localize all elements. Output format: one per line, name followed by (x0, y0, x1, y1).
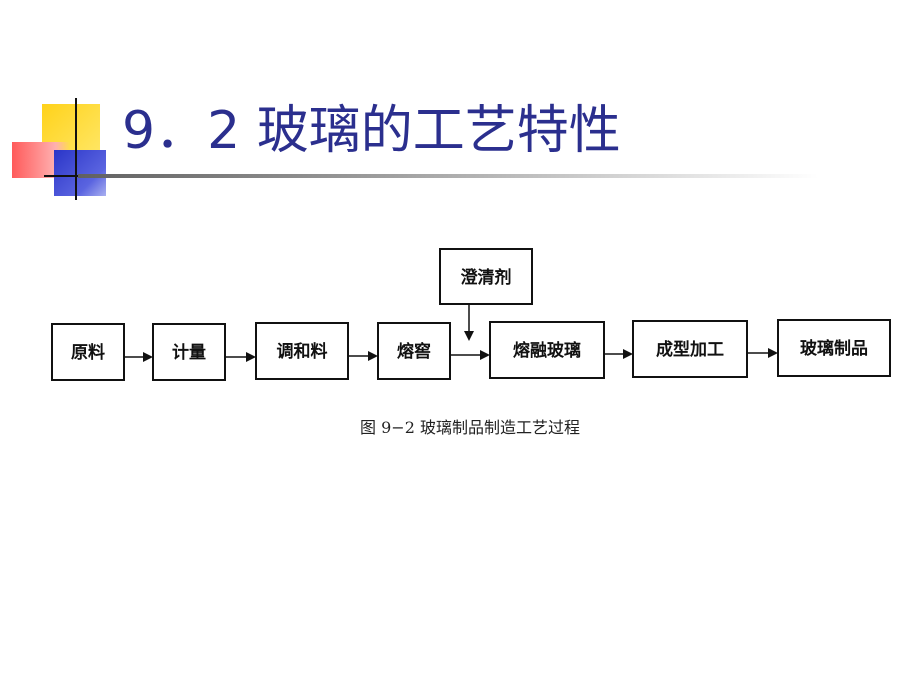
node-form: 成型加工 (632, 320, 748, 378)
node-mix: 调和料 (255, 322, 349, 380)
node-fining: 澄清剂 (439, 248, 533, 305)
node-kiln-label: 熔窖 (397, 341, 431, 362)
slide-title: 9．2 玻璃的工艺特性 (122, 101, 621, 161)
title-underline (78, 174, 818, 178)
node-melt-label: 熔融玻璃 (513, 340, 581, 361)
node-fining-label: 澄清剂 (461, 267, 512, 288)
node-mix-label: 调和料 (277, 341, 328, 362)
node-measure: 计量 (152, 323, 226, 381)
node-product: 玻璃制品 (777, 319, 891, 377)
node-measure-label: 计量 (172, 342, 206, 363)
decor-vertical-line (75, 98, 77, 200)
arrow-kiln-to-melt (450, 350, 490, 360)
node-melt: 熔融玻璃 (489, 321, 605, 379)
node-product-label: 玻璃制品 (800, 338, 868, 359)
node-raw: 原料 (51, 323, 125, 381)
arrow-fining-down (464, 304, 474, 341)
arrow-mix-to-kiln (348, 351, 378, 361)
figure-caption: 图 9−2 玻璃制品制造工艺过程 (360, 418, 580, 437)
decor-blue-square (54, 150, 106, 196)
arrow-measure-to-mix (225, 352, 256, 362)
arrow-raw-to-measure (124, 352, 153, 362)
arrow-form-to-product (747, 348, 778, 358)
arrow-melt-to-form (604, 349, 633, 359)
node-form-label: 成型加工 (656, 339, 724, 360)
node-kiln: 熔窖 (377, 322, 451, 380)
node-raw-label: 原料 (71, 342, 105, 363)
